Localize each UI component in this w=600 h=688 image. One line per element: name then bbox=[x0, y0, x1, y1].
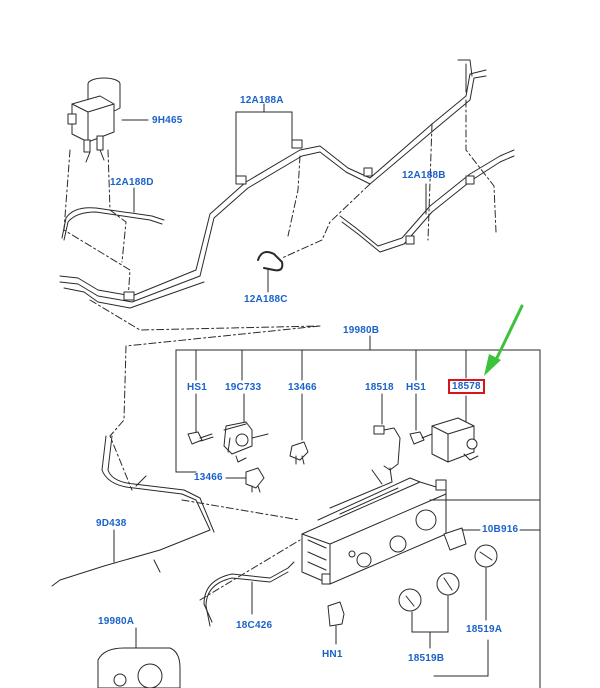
knobs bbox=[398, 499, 541, 677]
label-12A188D[interactable]: 12A188D bbox=[110, 177, 154, 188]
label-19980B[interactable]: 19980B bbox=[343, 325, 380, 336]
tube-bundle-12A188A bbox=[59, 59, 487, 309]
label-18519B[interactable]: 18519B bbox=[408, 653, 445, 664]
tube-12A188B bbox=[339, 149, 515, 253]
label-HS1-left[interactable]: HS1 bbox=[187, 382, 208, 393]
green-pointer-arrow-icon bbox=[484, 304, 524, 376]
bezel-19980A bbox=[97, 627, 181, 688]
label-9D438[interactable]: 9D438 bbox=[96, 518, 127, 529]
label-12A188B[interactable]: 12A188B bbox=[402, 170, 446, 181]
label-13466-lower[interactable]: 13466 bbox=[194, 472, 223, 483]
label-HS1-right[interactable]: HS1 bbox=[406, 382, 427, 393]
label-12A188A[interactable]: 12A188A bbox=[240, 95, 284, 106]
label-19C733[interactable]: 19C733 bbox=[225, 382, 262, 393]
label-9H465[interactable]: 9H465 bbox=[152, 115, 183, 126]
label-18578-highlighted[interactable]: 18578 bbox=[448, 379, 485, 394]
wire-18C426 bbox=[203, 561, 295, 627]
label-18519A[interactable]: 18519A bbox=[466, 624, 503, 635]
label-12A188C[interactable]: 12A188C bbox=[244, 294, 288, 305]
hose-9D438 bbox=[51, 435, 215, 587]
vacuum-solenoid bbox=[67, 77, 149, 163]
screw-hs1-left bbox=[187, 431, 214, 445]
label-19980A[interactable]: 19980A bbox=[98, 616, 135, 627]
screw-hs1-right bbox=[409, 431, 433, 445]
label-10B916[interactable]: 10B916 bbox=[482, 524, 519, 535]
motor-18578 bbox=[431, 417, 479, 463]
actuator-19C733 bbox=[223, 421, 269, 463]
nut-HN1 bbox=[327, 601, 345, 645]
hose-12A188D bbox=[61, 187, 165, 241]
clip-13466-upper bbox=[289, 441, 309, 465]
label-13466-upper[interactable]: 13466 bbox=[288, 382, 317, 393]
clip-13466-lower bbox=[245, 467, 265, 493]
climate-control-module bbox=[301, 467, 447, 585]
sensor-18518 bbox=[373, 425, 401, 471]
hose-12A188C bbox=[257, 251, 284, 293]
label-18C426[interactable]: 18C426 bbox=[236, 620, 273, 631]
bracket-19980B bbox=[175, 335, 541, 688]
label-18518[interactable]: 18518 bbox=[365, 382, 394, 393]
label-HN1[interactable]: HN1 bbox=[322, 649, 343, 660]
